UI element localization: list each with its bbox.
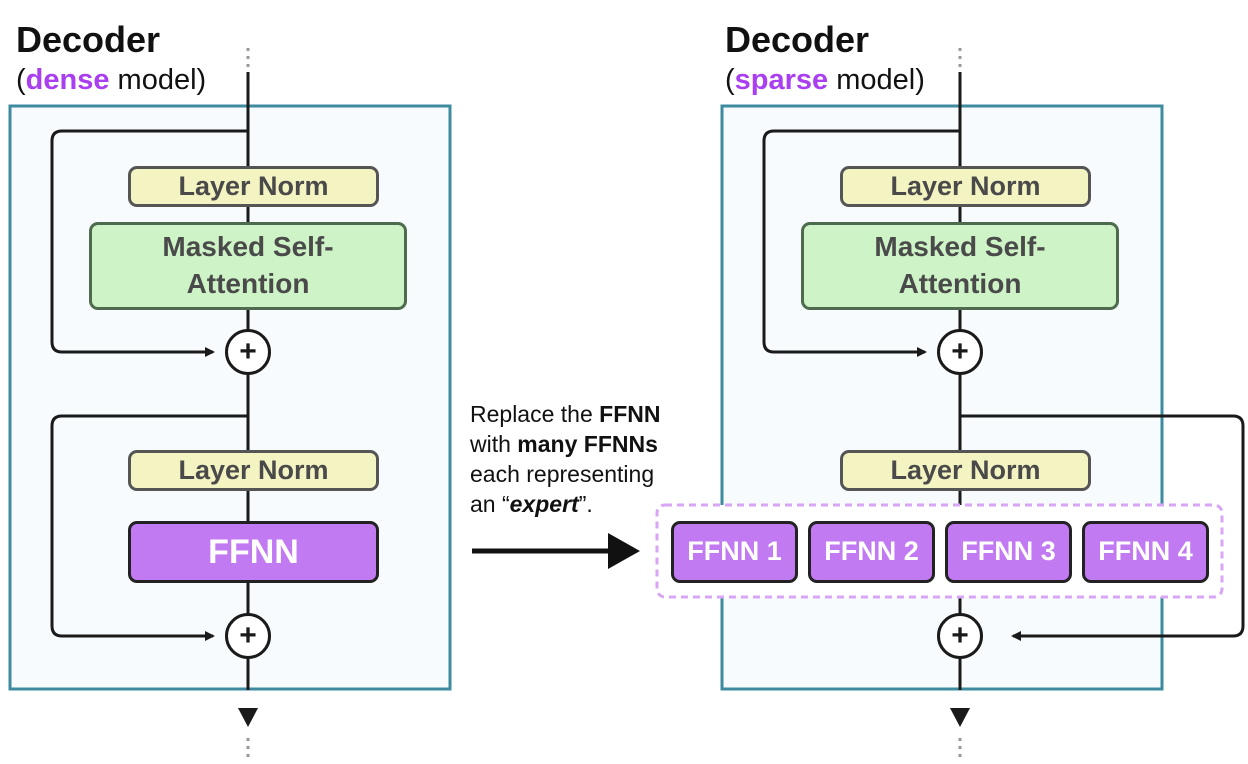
sparse-output-arrow xyxy=(950,708,970,727)
sparse-residual-2 xyxy=(960,414,1245,641)
dense-residual-1 xyxy=(50,129,248,357)
sparse-title: Decoder xyxy=(725,19,870,60)
sparse-subtitle-suffix: model) xyxy=(828,64,925,96)
expert-group-frame xyxy=(655,503,1224,599)
expert-ffnn-1: FFNN 1 xyxy=(671,521,798,583)
dense-attention-line-1: Masked Self- xyxy=(162,231,334,263)
dense-layer-norm-1: Layer Norm xyxy=(128,166,379,207)
caption-text: ”. xyxy=(578,490,593,517)
dense-title: Decoder xyxy=(16,19,161,60)
dense-subtitle: (dense model) xyxy=(16,66,206,95)
caption-ffnn-bold: FFNN xyxy=(599,401,661,427)
dense-masked-self-attention: Masked Self- Attention xyxy=(89,222,407,310)
replace-caption: Replace the FFNN with many FFNNs each re… xyxy=(470,400,720,520)
caption-many-ffnns-bold: many FFNNs xyxy=(517,430,658,457)
replace-arrow-head xyxy=(608,533,640,569)
sparse-subtitle: (sparse model) xyxy=(725,66,925,95)
caption-text: each representing xyxy=(470,460,655,487)
sparse-attention-line-1: Masked Self- xyxy=(874,231,1046,263)
expert-ffnn-4: FFNN 4 xyxy=(1082,521,1209,583)
dense-subtitle-highlight: dense xyxy=(25,64,110,96)
caption-text: with xyxy=(470,430,518,457)
dense-layer-norm-2: Layer Norm xyxy=(128,450,379,491)
sparse-layer-norm-2: Layer Norm xyxy=(840,450,1091,491)
dense-add-node-1: + xyxy=(225,329,271,375)
dense-output-arrow xyxy=(238,708,258,727)
caption-line-1: Replace the FFNN xyxy=(470,400,720,430)
caption-text: an “ xyxy=(470,490,510,517)
dense-subtitle-prefix: ( xyxy=(16,64,26,96)
dense-add-node-2: + xyxy=(225,613,271,659)
caption-line-4: an “expert”. xyxy=(470,490,720,520)
sparse-add-node-2: + xyxy=(937,613,983,659)
dense-residual-2 xyxy=(50,414,248,641)
dense-ffnn: FFNN xyxy=(128,521,379,583)
sparse-residual-1 xyxy=(762,129,960,357)
dense-attention-line-2: Attention xyxy=(186,268,310,299)
caption-expert-emphasis: expert xyxy=(509,490,579,517)
expert-ffnn-3: FFNN 3 xyxy=(945,521,1072,583)
dense-subtitle-suffix: model) xyxy=(109,64,207,96)
caption-line-2: with many FFNNs xyxy=(470,430,720,460)
expert-ffnn-2: FFNN 2 xyxy=(808,521,935,583)
caption-text: Replace the xyxy=(470,401,600,427)
sparse-add-node-1: + xyxy=(937,329,983,375)
sparse-subtitle-prefix: ( xyxy=(725,64,735,96)
sparse-masked-self-attention: Masked Self- Attention xyxy=(801,222,1119,310)
sparse-attention-line-2: Attention xyxy=(898,268,1022,299)
sparse-layer-norm-1: Layer Norm xyxy=(840,166,1091,207)
sparse-subtitle-highlight: sparse xyxy=(734,64,829,96)
caption-line-3: each representing xyxy=(470,460,720,490)
